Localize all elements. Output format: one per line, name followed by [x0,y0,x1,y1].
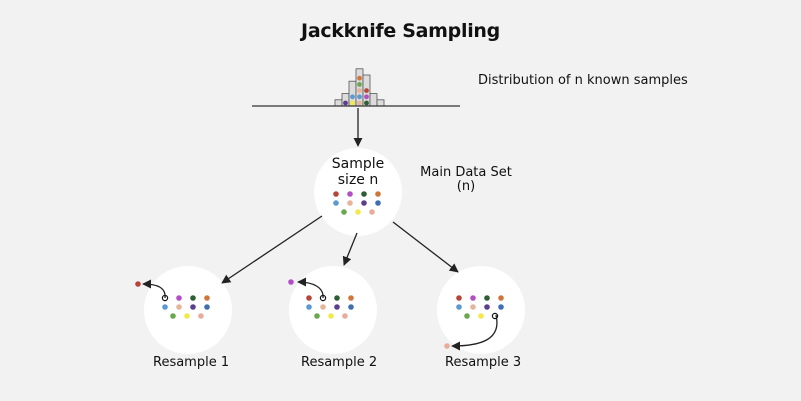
histogram-sample-dot [364,88,369,93]
sample-dot [498,295,504,301]
left-out-sample-dot [288,279,294,285]
sample-dot [198,313,204,319]
leave-out-arrow-3 [451,314,498,351]
histogram-bar [355,68,364,107]
sample-dot [361,191,367,197]
main-sample-circle [314,148,402,236]
sample-dot [470,304,476,310]
sample-dot [320,304,326,310]
histogram-sample-dot [350,94,355,100]
sample-dot [348,304,354,310]
sample-dot [361,200,367,206]
sample-dot [341,209,347,215]
sample-dot [162,304,168,310]
histogram-sample-dot [364,94,369,100]
sample-dot [347,200,353,206]
resample-1-label: Resample 1 [153,355,230,370]
sample-dot [375,200,381,206]
sample-dot [334,295,340,301]
resample-1-dots [135,281,210,319]
main-sample-caption-line2: size n [337,172,379,188]
sample-dot [204,304,210,310]
sample-dot [456,304,462,310]
histogram-sample-dot [357,88,362,93]
sample-dot [498,304,504,310]
arrow-to-resample-1 [221,215,323,284]
histogram-sample-dot [350,100,355,106]
histogram-sample-dot [343,100,348,106]
leave-out-arrow-2 [297,277,324,299]
histogram-bar [369,93,378,107]
sample-dot [334,304,340,310]
sample-dot [355,209,361,215]
sample-dot [190,304,196,310]
sample-dot [333,191,339,197]
leave-out-arrow-1 [142,279,166,299]
arrow-to-resample-2 [342,232,358,266]
sample-dot [375,191,381,197]
sample-dot [348,295,354,301]
resample-1-circle [144,266,232,354]
left-out-sample-dot [444,343,450,349]
histogram-sample-dot [364,100,369,106]
sample-dot [478,313,484,319]
sample-dot [328,313,334,319]
sample-dot [176,295,182,301]
main-sample-dots [333,191,381,215]
main-sample-caption: Sample size n [315,156,401,188]
left-out-sample-dot [135,281,141,287]
histogram-bar [334,99,343,107]
sample-dot [347,191,353,197]
sample-dot [464,313,470,319]
sample-dot [190,295,196,301]
main-data-set-label-line2: (n) [456,179,476,194]
main-data-set-label-line1: Main Data Set [420,165,512,180]
resample-2-label: Resample 2 [301,355,378,370]
sample-dot [484,304,490,310]
resample-3-circle [437,266,525,354]
histogram-sample-dot [357,75,362,81]
sample-dot [184,313,190,319]
resample-3-label: Resample 3 [445,355,522,370]
histogram-sample-dot [357,82,362,87]
sample-dot [333,200,339,206]
histogram-sample-dot [357,94,362,100]
main-data-set-label: Main Data Set (n) [418,166,514,194]
sample-dot [369,209,375,215]
sample-dot [342,313,348,319]
sample-dot [456,295,462,301]
sample-dot [470,295,476,301]
resample-2-dots [288,279,354,319]
resample-2-circle [289,266,377,354]
histogram-sample-dot [357,100,362,106]
histogram-bar [376,99,385,107]
sample-dot [314,313,320,319]
arrow-to-resample-3 [392,221,459,273]
sample-dot [484,295,490,301]
resample-3-dots [444,295,504,349]
distribution-histogram [334,68,385,107]
sample-dot [306,295,312,301]
sample-dot [306,304,312,310]
sample-dot [204,295,210,301]
sample-dot [176,304,182,310]
sample-dot [170,313,176,319]
main-sample-caption-line1: Sample [331,156,385,172]
diagram-title: Jackknife Sampling [301,20,500,42]
distribution-label: Distribution of n known samples [478,73,688,88]
